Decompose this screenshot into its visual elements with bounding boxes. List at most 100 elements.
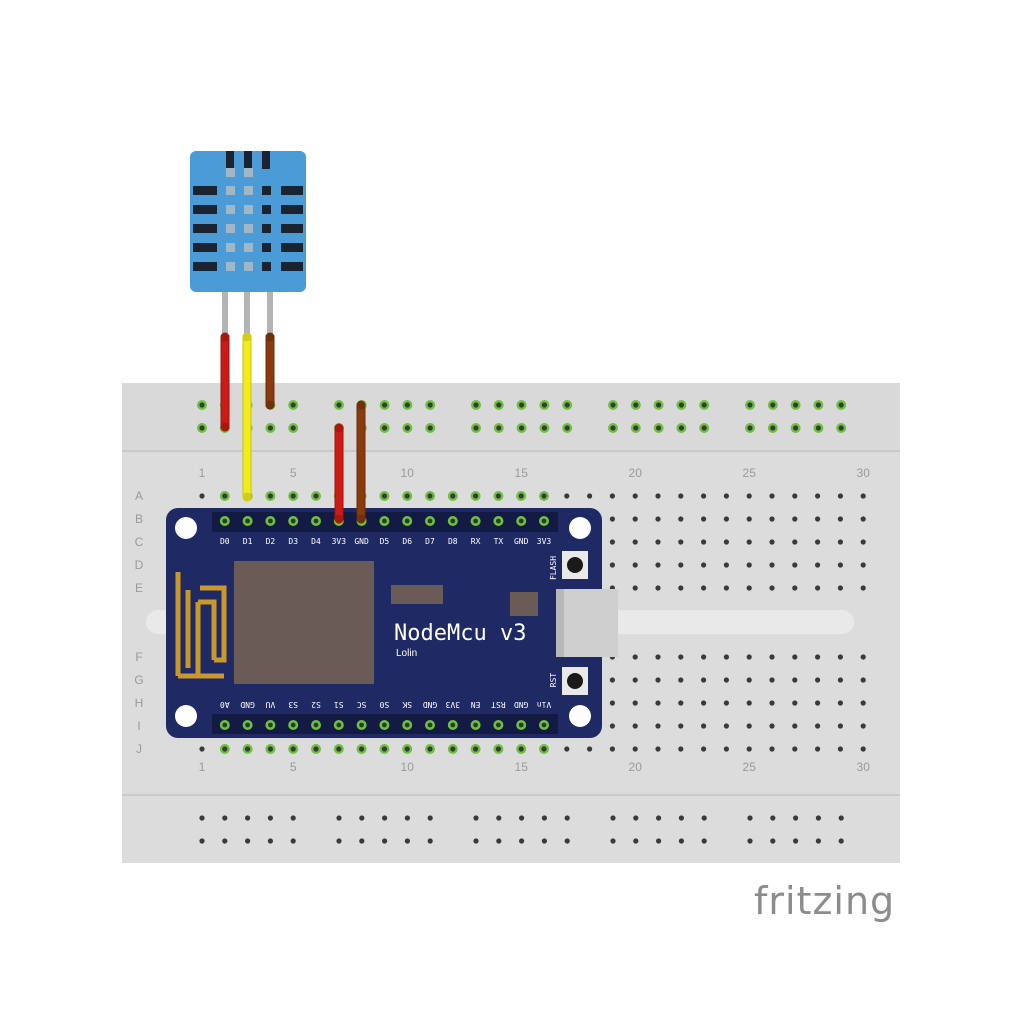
wire-red-3v3 bbox=[334, 427, 344, 521]
rail-hole bbox=[747, 402, 753, 408]
rail-hole bbox=[404, 402, 410, 408]
rail-hole bbox=[656, 815, 662, 821]
grid-hole bbox=[655, 539, 661, 545]
grille-window bbox=[226, 186, 235, 195]
column-number: 5 bbox=[290, 760, 297, 774]
header-pin-hole bbox=[450, 722, 456, 728]
grid-hole bbox=[609, 746, 616, 752]
rail-hole bbox=[359, 815, 365, 821]
esp-module-shield bbox=[234, 561, 374, 684]
rail-hole bbox=[656, 425, 662, 431]
rail-hole bbox=[656, 838, 662, 844]
grid-hole bbox=[701, 654, 707, 660]
grid-hole bbox=[701, 746, 707, 752]
grid-hole bbox=[564, 746, 570, 752]
column-number: 5 bbox=[290, 466, 297, 480]
rail-hole bbox=[290, 838, 296, 844]
grille-slot bbox=[193, 205, 217, 214]
grid-hole bbox=[723, 746, 730, 752]
grid-hole bbox=[746, 723, 752, 729]
grid-hole bbox=[860, 746, 866, 752]
grid-hole bbox=[655, 562, 661, 568]
header-pin-hole bbox=[473, 722, 478, 728]
sensor-grille bbox=[193, 151, 303, 271]
grid-hole bbox=[518, 746, 524, 752]
rail-hole bbox=[656, 402, 662, 408]
rail-hole bbox=[199, 815, 205, 821]
grid-hole bbox=[450, 493, 456, 499]
rail-hole bbox=[564, 815, 570, 821]
pin-label: SC bbox=[357, 700, 367, 709]
header-pin-hole bbox=[404, 722, 410, 728]
grid-hole bbox=[815, 516, 821, 522]
rail-hole bbox=[678, 815, 685, 821]
rail-hole bbox=[815, 815, 822, 821]
rail-hole bbox=[199, 425, 205, 431]
rail-hole bbox=[838, 425, 844, 431]
pin-label: S1 bbox=[334, 700, 344, 709]
grid-hole bbox=[518, 493, 524, 499]
grid-hole bbox=[655, 654, 661, 660]
usb-connector-edge bbox=[556, 589, 564, 657]
grid-hole bbox=[723, 585, 730, 591]
breadboard-top-rail-area bbox=[122, 383, 900, 451]
header-pin-hole bbox=[313, 518, 319, 524]
wire-ends bbox=[220, 332, 366, 524]
wire-end bbox=[356, 400, 366, 410]
grid-hole bbox=[723, 654, 730, 660]
grid-hole bbox=[769, 585, 775, 591]
grid-hole bbox=[587, 493, 593, 499]
grille-window bbox=[226, 262, 235, 271]
rail-hole bbox=[701, 838, 707, 844]
grid-hole bbox=[609, 723, 616, 729]
rail-hole bbox=[222, 838, 228, 844]
grid-hole bbox=[723, 493, 730, 499]
usb-connector bbox=[556, 589, 618, 657]
grid-hole bbox=[860, 539, 866, 545]
grid-hole bbox=[792, 562, 798, 568]
flash-button-label: FLASH bbox=[549, 556, 558, 580]
grid-hole bbox=[746, 516, 752, 522]
grid-hole bbox=[746, 677, 752, 683]
pin-label: 3V3 bbox=[445, 700, 460, 709]
grid-hole bbox=[678, 516, 684, 522]
grid-hole bbox=[837, 654, 844, 660]
rail-hole bbox=[199, 838, 205, 844]
wire-end bbox=[220, 422, 230, 432]
grid-hole bbox=[199, 746, 205, 752]
grid-hole bbox=[723, 677, 730, 683]
grid-hole bbox=[837, 516, 844, 522]
grid-hole bbox=[815, 654, 821, 660]
grid-hole bbox=[815, 562, 821, 568]
grid-hole bbox=[860, 654, 866, 660]
rail-hole bbox=[633, 815, 639, 821]
column-number: 1 bbox=[199, 466, 206, 480]
sensor-body bbox=[190, 151, 306, 292]
pin-label: A0 bbox=[220, 700, 230, 709]
grid-hole bbox=[792, 677, 798, 683]
header-pin-hole bbox=[541, 722, 547, 728]
pin-label: Vin bbox=[537, 700, 552, 709]
pin-label: D8 bbox=[448, 537, 458, 546]
row-letter: I bbox=[137, 719, 140, 733]
header-pin-hole bbox=[290, 518, 296, 524]
pin-label: 3V3 bbox=[332, 537, 347, 546]
grid-hole bbox=[678, 677, 684, 683]
rail-hole bbox=[404, 425, 410, 431]
grid-hole bbox=[587, 746, 593, 752]
pin-label: TX bbox=[494, 537, 504, 546]
grid-hole bbox=[815, 746, 821, 752]
rail-hole bbox=[747, 815, 753, 821]
grille-slot bbox=[262, 224, 271, 233]
grid-hole bbox=[792, 585, 798, 591]
grid-hole bbox=[632, 746, 638, 752]
pin-label: SK bbox=[402, 700, 412, 709]
grille-window bbox=[244, 205, 253, 214]
grille-slot bbox=[262, 151, 270, 169]
rail-hole bbox=[610, 402, 616, 408]
rail-hole bbox=[541, 815, 548, 821]
grille-slot bbox=[281, 205, 303, 214]
grid-hole bbox=[723, 539, 730, 545]
